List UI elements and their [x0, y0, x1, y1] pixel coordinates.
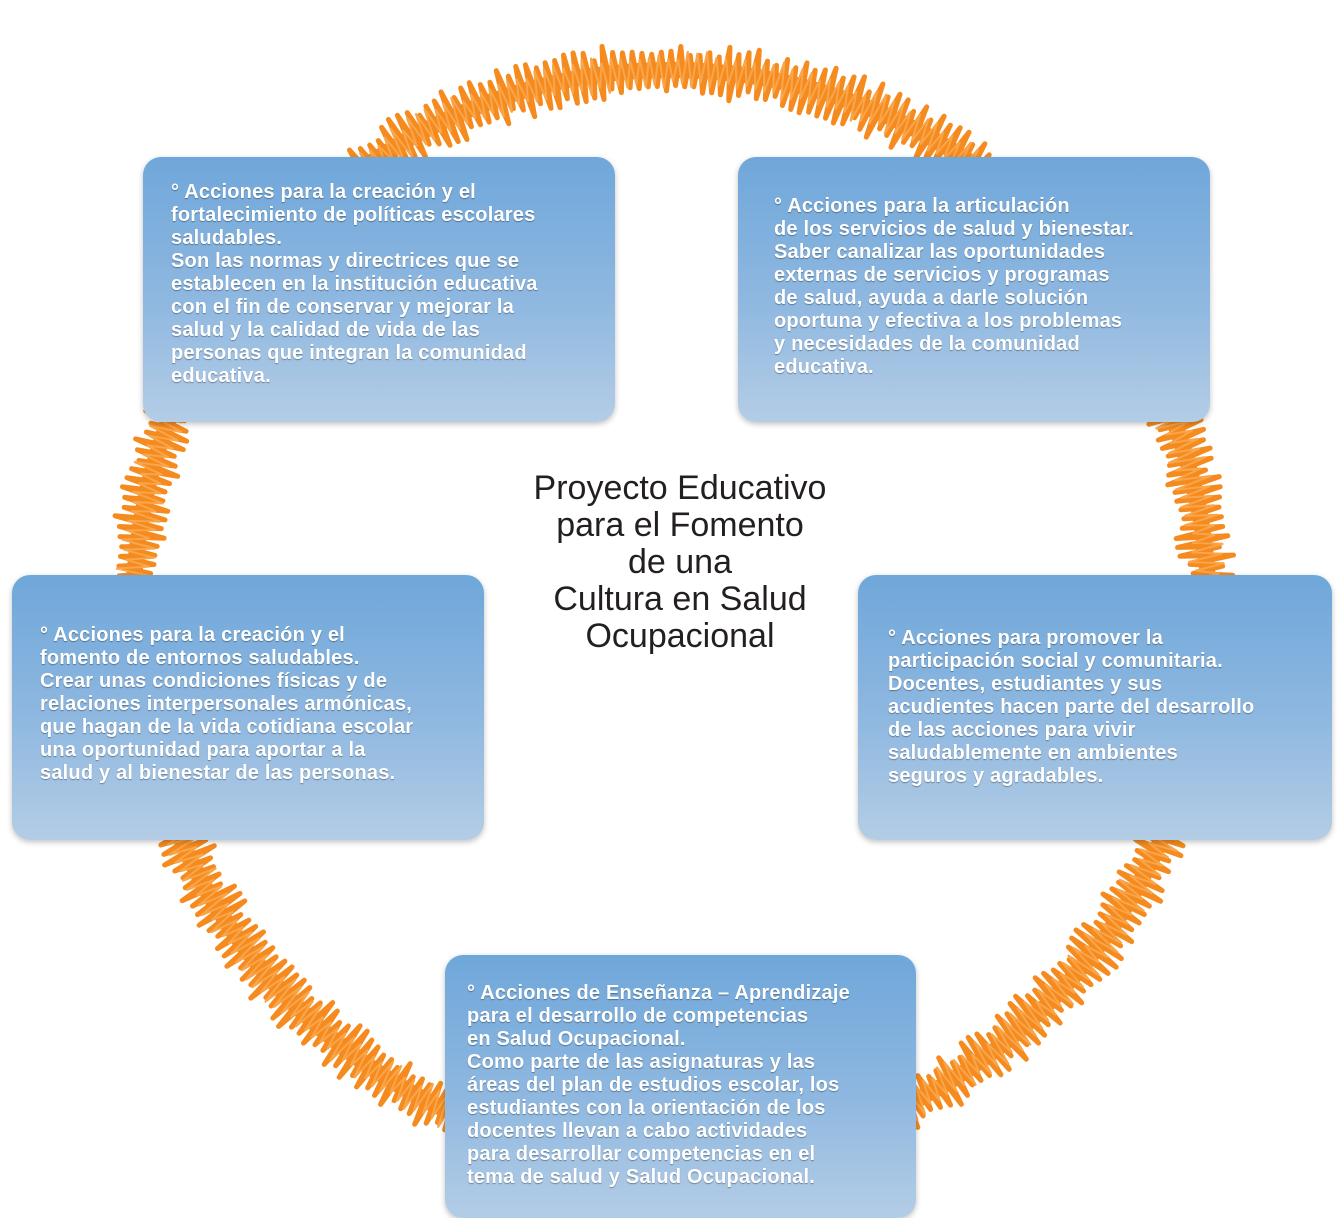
box-politicas-escolares-text: ° Acciones para la creación y el fortale… [171, 181, 538, 387]
box-participacion-social-text: ° Acciones para promover la participació… [888, 627, 1255, 787]
box-ensenanza-aprendizaje: ° Acciones de Enseñanza – Aprendizaje pa… [445, 955, 916, 1218]
box-entornos-saludables: ° Acciones para la creación y el fomento… [12, 575, 484, 840]
box-politicas-escolares: ° Acciones para la creación y el fortale… [143, 157, 615, 422]
box-ensenanza-aprendizaje-text: ° Acciones de Enseñanza – Aprendizaje pa… [467, 982, 850, 1188]
box-servicios-salud-text: ° Acciones para la articulación de los s… [774, 195, 1134, 378]
center-title: Proyecto Educativo para el Fomento de un… [533, 469, 827, 655]
box-participacion-social: ° Acciones para promover la participació… [858, 575, 1332, 840]
box-entornos-saludables-text: ° Acciones para la creación y el fomento… [40, 624, 414, 784]
box-servicios-salud: ° Acciones para la articulación de los s… [738, 157, 1210, 422]
